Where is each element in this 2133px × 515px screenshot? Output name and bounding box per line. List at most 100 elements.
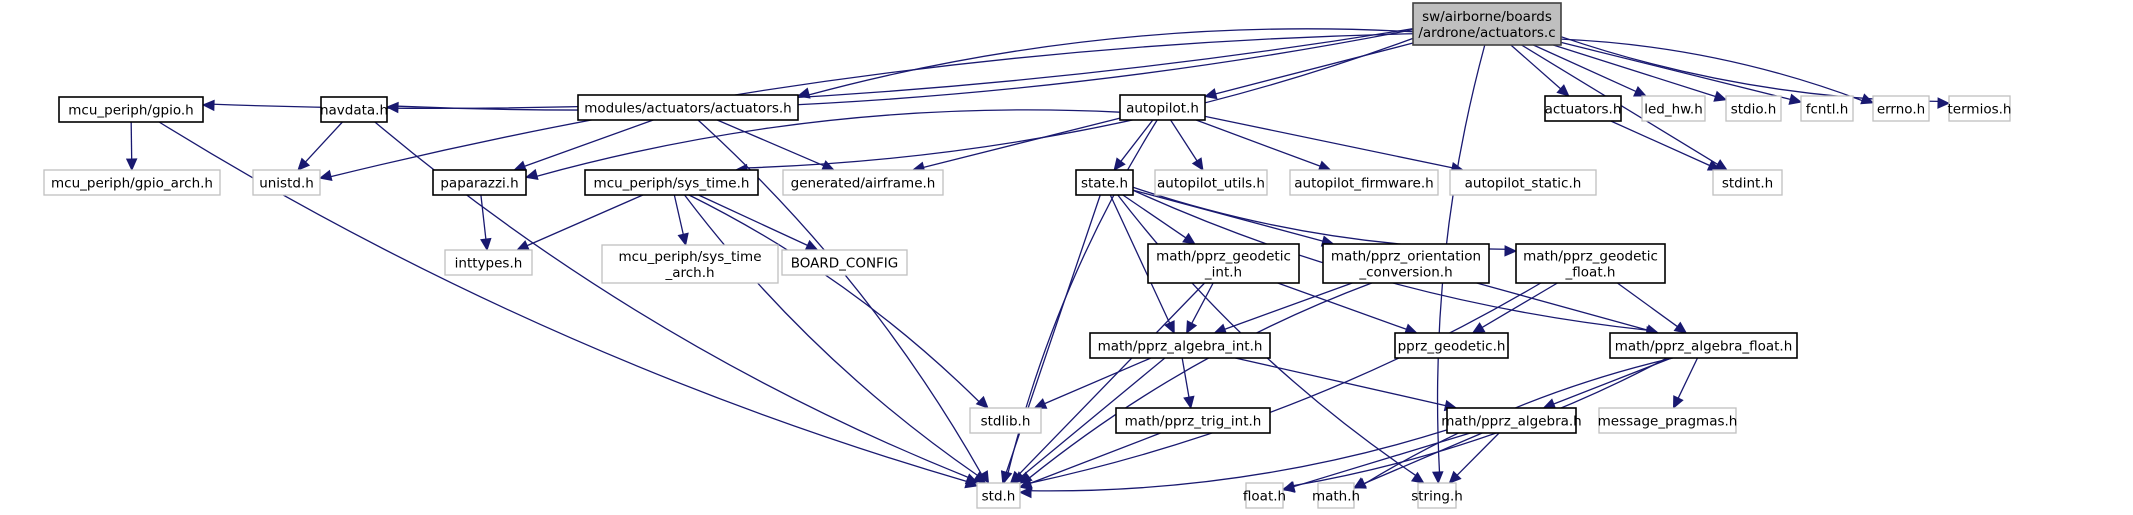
node-label: math/pprz_algebra_int.h (1098, 339, 1263, 355)
arrowhead-autopilot-to-paparazzi (524, 168, 539, 180)
edge-alg_int-to-std (1021, 357, 1166, 477)
node-label: math/pprz_algebra_float.h (1615, 339, 1793, 355)
node-box[interactable] (1322, 243, 1490, 284)
arrowhead-alg-to-math_h (1352, 477, 1367, 489)
node-mod-act[interactable]: modules/actuators/actuators.h (577, 94, 799, 121)
edge-root-to-stdio (1553, 44, 1716, 98)
edge-root-to-mod_act (808, 28, 1414, 96)
node-label: message_pragmas.h (1598, 414, 1738, 430)
arrowhead-state-to-alg_int (1164, 320, 1175, 335)
node-box[interactable] (432, 169, 527, 196)
node-ap-utils: autopilot_utils.h (1154, 169, 1268, 196)
node-box (601, 244, 779, 284)
node-autopilot[interactable]: autopilot.h (1119, 94, 1206, 121)
node-label: modules/actuators/actuators.h (584, 101, 791, 117)
edge-sys_time-to-std (684, 194, 978, 476)
node-box[interactable] (320, 96, 388, 123)
edge-geo_float-to-std (1030, 282, 1542, 484)
arrowhead-root-to-unistd (318, 169, 333, 181)
node-box[interactable] (1115, 407, 1271, 434)
node-navdata[interactable]: navdata.h (320, 96, 388, 123)
node-box[interactable] (1119, 94, 1206, 121)
node-box[interactable] (584, 169, 759, 196)
node-box[interactable] (1394, 332, 1509, 359)
node-label: math/pprz_algebra.h (1441, 414, 1581, 430)
node-airframe: generated/airframe.h (782, 169, 944, 196)
node-unistd: unistd.h (252, 169, 321, 196)
node-box[interactable] (1147, 243, 1300, 284)
edge-orient-to-std (1029, 282, 1372, 479)
node-alg-int[interactable]: math/pprz_algebra_int.h (1089, 332, 1271, 359)
node-label: mcu_periph/sys_time.h (594, 176, 750, 192)
node-box[interactable] (1412, 2, 1562, 46)
edge-autopilot-to-state (1120, 119, 1154, 162)
arrowhead-state-to-string_h (1410, 471, 1425, 484)
node-stdio: stdio.h (1725, 95, 1782, 122)
node-geo-float[interactable]: math/pprz_geodetic_float.h (1515, 243, 1666, 284)
edge-autopilot-to-ap_static (1204, 115, 1453, 169)
node-box (1154, 169, 1268, 196)
edge-alg-to-std (1030, 429, 1448, 492)
edge-sys_time-to-inttypes (526, 194, 644, 247)
node-stdlib: stdlib.h (969, 407, 1042, 434)
arrowhead-root-to-gpio (201, 99, 215, 112)
edge-state-to-orient (1132, 189, 1323, 242)
edge-geo_int-to-alg_int (1191, 282, 1214, 324)
node-alg-float[interactable]: math/pprz_algebra_float.h (1609, 332, 1798, 359)
edge-paparazzi-to-inttypes (480, 194, 487, 240)
node-box[interactable] (1446, 407, 1577, 434)
arrowhead-root-to-string_h (1432, 471, 1444, 485)
node-box (1449, 169, 1597, 196)
node-label: led_hw.h (1644, 102, 1703, 118)
node-label: autopilot_firmware.h (1294, 176, 1433, 192)
node-pprz-geodetic[interactable]: pprz_geodetic.h (1394, 332, 1509, 359)
arrowhead-sys_time-to-inttypes (515, 240, 530, 251)
arrowhead-alg_int-to-trig_int (1183, 395, 1195, 410)
edge-root-to-sys_time (746, 37, 1414, 169)
node-geo-int[interactable]: math/pprz_geodetic_int.h (1147, 243, 1300, 284)
nodes-layer: sw/airborne/boards/ardrone/actuators.c mc… (43, 2, 2011, 509)
node-trig-int[interactable]: math/pprz_trig_int.h (1115, 407, 1271, 434)
edge-geo_float-to-alg_float (1616, 282, 1678, 328)
node-sys-time-arch: mcu_periph/sys_time_arch.h (601, 244, 779, 284)
node-box (782, 169, 944, 196)
node-box[interactable] (58, 96, 204, 123)
node-orient[interactable]: math/pprz_orientation_conversion.h (1322, 243, 1490, 284)
node-sys-time[interactable]: mcu_periph/sys_time.h (584, 169, 759, 196)
node-box[interactable] (1515, 243, 1666, 284)
edge-geo_int-to-std (1017, 282, 1206, 476)
node-paparazzi[interactable]: paparazzi.h (432, 169, 527, 196)
edge-state-to-alg_int (1109, 194, 1171, 324)
node-box[interactable] (1544, 95, 1622, 122)
node-box (1245, 482, 1284, 509)
node-alg[interactable]: math/pprz_algebra.h (1441, 407, 1582, 434)
node-root[interactable]: sw/airborne/boards/ardrone/actuators.c (1412, 2, 1562, 46)
arrowhead-root-to-mod_act (796, 87, 811, 99)
arrowhead-sys_time-to-stdlib (975, 395, 989, 409)
node-label: float.h (1243, 489, 1286, 505)
node-fcntl: fcntl.h (1800, 95, 1854, 122)
arrowhead-trig_int-to-std (1018, 477, 1033, 489)
arrowhead-paparazzi-to-inttypes (480, 237, 492, 252)
edge-alg_int-to-alg (1235, 357, 1446, 407)
node-label: math/pprz_geodetic (1523, 249, 1658, 265)
node-box[interactable] (1609, 332, 1798, 359)
node-box[interactable] (1075, 169, 1134, 196)
arrowhead-root-to-led_hw (1633, 85, 1648, 97)
node-label: std.h (982, 489, 1016, 505)
node-box[interactable] (1089, 332, 1271, 359)
node-board-config: BOARD_CONFIG (781, 249, 908, 276)
edge-sys_time-to-sys_time_arch (673, 194, 684, 235)
node-label: stdio.h (1731, 102, 1777, 118)
node-actuators-h[interactable]: actuators.h (1544, 95, 1622, 122)
edge-sys_time-to-board_config (698, 194, 808, 246)
node-label: string.h (1411, 489, 1463, 505)
edge-root-to-autopilot (1215, 42, 1414, 95)
node-box (1641, 95, 1706, 122)
node-box (976, 482, 1021, 509)
node-float-h: float.h (1243, 482, 1286, 509)
node-gpio[interactable]: mcu_periph/gpio.h (58, 96, 204, 123)
node-state[interactable]: state.h (1075, 169, 1134, 196)
node-box[interactable] (577, 94, 799, 121)
